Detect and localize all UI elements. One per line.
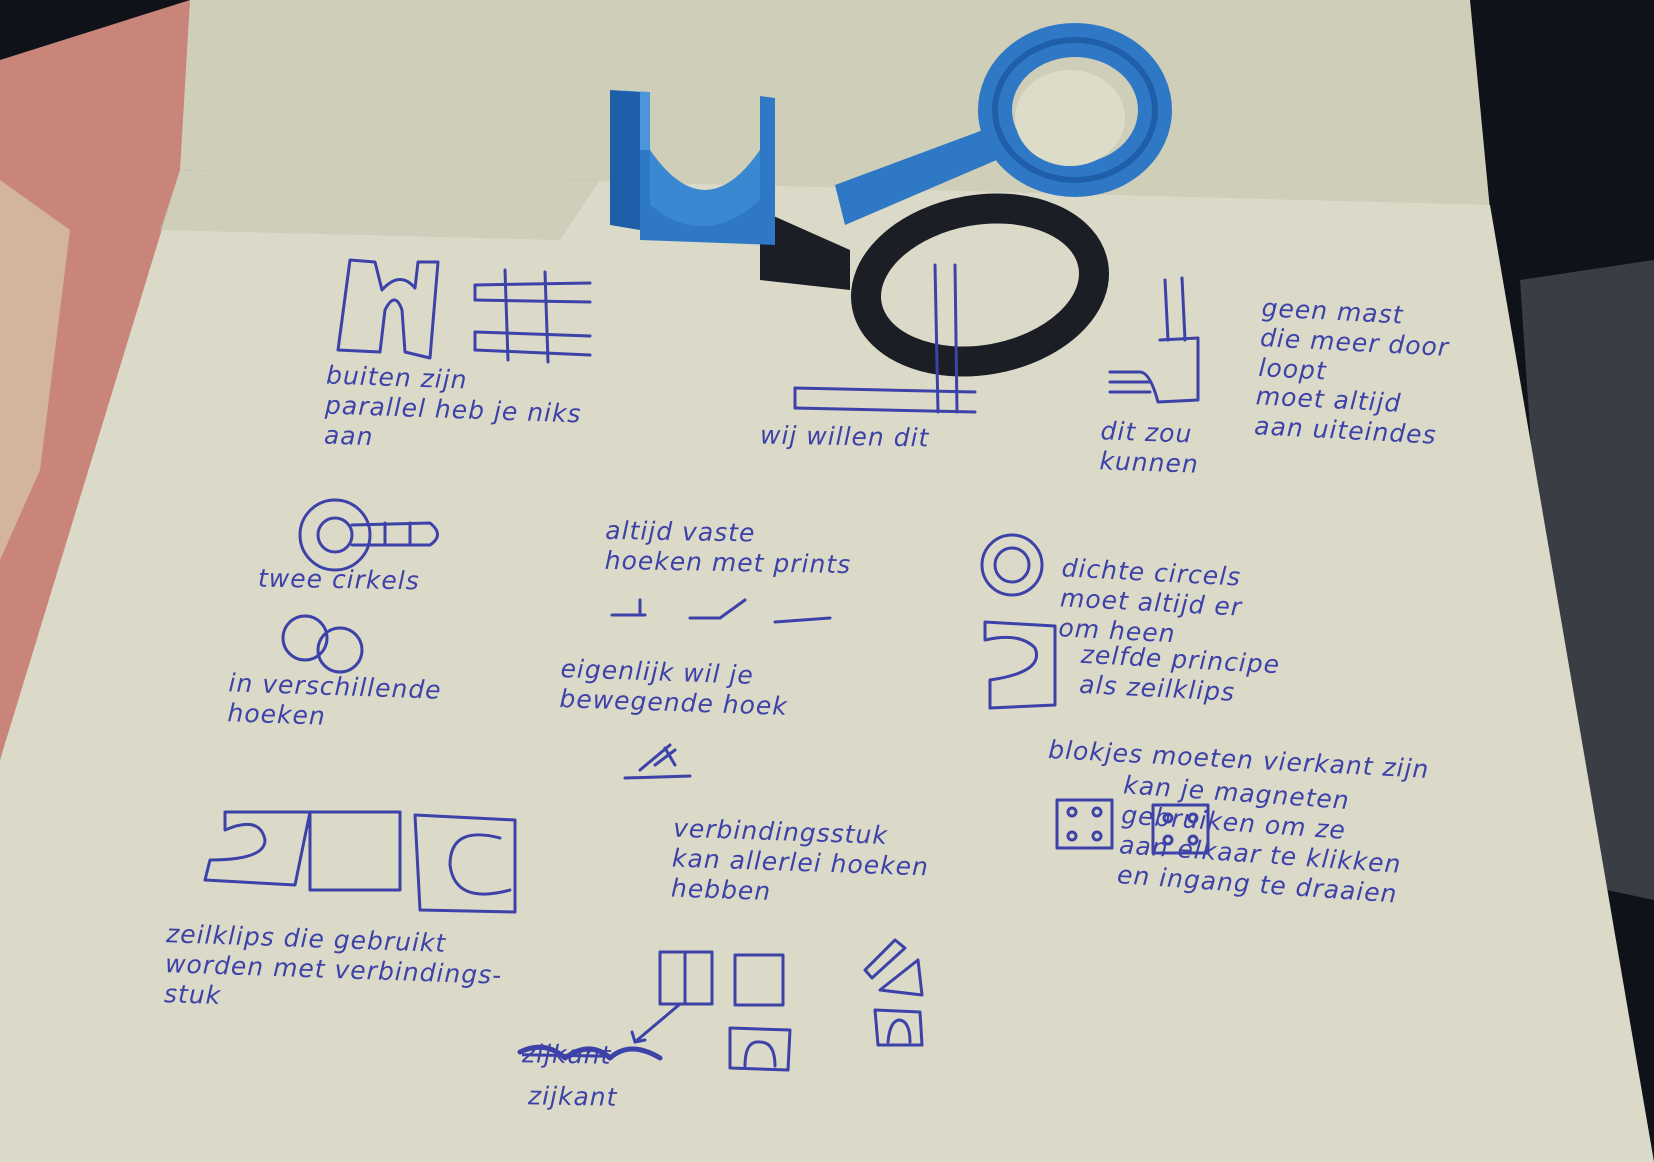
note-magnets: kan je magneten gebruiken om ze aan elka… (1116, 770, 1403, 909)
sketch-elbow-joint (1108, 276, 1200, 404)
sketch-blocks (1055, 798, 1210, 855)
sketch-overlapping-circles (281, 614, 364, 674)
sketch-two-circles (298, 498, 439, 572)
printed-bracket (610, 90, 775, 245)
notebook-page (0, 170, 1654, 1162)
note-two-circles: twee cirkels (257, 563, 421, 596)
note-side-struck: zijkant (521, 1039, 612, 1070)
ink-sketches (203, 258, 1210, 1072)
bracket-shadow (760, 210, 850, 290)
sketch-parallel-grid (473, 268, 592, 364)
sketch-connectors (630, 938, 924, 1072)
sketch-clip-square (983, 620, 1057, 710)
note-dense-circles: dichte circels moet altijd er om heen (1057, 553, 1243, 649)
ring-shadow (851, 193, 1109, 377)
note-fixed-angles: altijd vaste hoeken met prints (604, 515, 852, 580)
note-no-mast: geen mast die meer door loopt (1257, 293, 1450, 386)
note-moving-angle: eigenlijk wil je bewegende hoek (559, 654, 789, 721)
note-always-ends: moet altijd aan uiteindes (1253, 381, 1438, 450)
note-connector: verbindingsstuk kan allerlei hoeken hebb… (670, 813, 930, 906)
sketch-scribble (517, 1044, 663, 1061)
sketch-angle-marks (610, 598, 832, 624)
note-same-principle: zelfde principe als zeilklips (1078, 639, 1281, 707)
sketch-moving-angle (623, 743, 692, 780)
pink-cloth (0, 0, 190, 760)
beige-cloth (0, 180, 70, 560)
note-different-angles: in verschillende hoeken (227, 668, 443, 731)
printed-ring-holder (835, 23, 1172, 225)
note-parallel: buiten zijn parallel heb je niks aan (323, 360, 583, 452)
sketch-h-clip (336, 258, 440, 360)
note-sail-clips-used: zeilklips die gebruikt worden met verbin… (163, 919, 503, 1011)
top-page (180, 0, 1490, 210)
sketch-sail-clips (203, 810, 517, 914)
note-could-work: dit zou kunnen (1099, 416, 1200, 479)
sketch-dense-circle (980, 533, 1044, 597)
page-shade (160, 170, 600, 240)
note-side: zijkant (527, 1081, 618, 1112)
sketch-right-angle (793, 263, 977, 414)
note-we-want-this: wij willen dit (759, 420, 930, 453)
